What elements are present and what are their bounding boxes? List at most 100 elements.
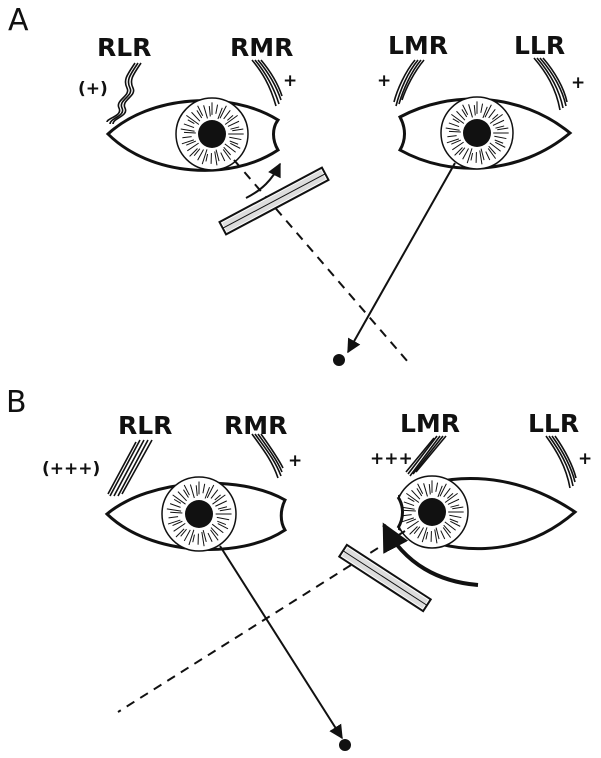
iris-striation bbox=[479, 150, 483, 165]
iris-striation bbox=[216, 516, 230, 521]
iris-striation bbox=[452, 141, 464, 151]
iris-striation bbox=[492, 113, 499, 120]
iris-striation bbox=[466, 148, 473, 164]
iris-striation bbox=[197, 149, 204, 161]
iris-striation bbox=[447, 492, 454, 499]
muscle-fibers-rlr-b bbox=[107, 439, 153, 497]
iris-striation bbox=[186, 114, 200, 125]
iris-striation bbox=[435, 482, 439, 492]
iris-striation bbox=[468, 104, 473, 118]
iris-striation bbox=[204, 486, 211, 499]
iris-striation bbox=[448, 122, 460, 128]
iris-striation bbox=[452, 506, 464, 510]
iris-striation bbox=[191, 111, 201, 122]
iris-striation bbox=[186, 140, 197, 146]
pupil bbox=[418, 498, 446, 526]
visual-axis-right-b bbox=[219, 545, 343, 740]
iris-striation bbox=[480, 103, 484, 113]
muscle-label-rlr-b: RLR bbox=[118, 411, 172, 440]
iris-striation bbox=[195, 485, 198, 497]
iris-striation bbox=[497, 127, 509, 131]
iris-striation bbox=[222, 149, 232, 160]
iris-striation bbox=[407, 520, 419, 530]
iris-striation bbox=[437, 485, 443, 498]
iris-striation bbox=[206, 484, 215, 499]
iris-striation bbox=[447, 498, 460, 505]
iris-striation bbox=[208, 106, 211, 117]
iris-striation bbox=[454, 147, 463, 156]
iris-striation bbox=[444, 521, 456, 531]
iris-striation bbox=[456, 110, 466, 121]
iris-striation bbox=[452, 118, 460, 124]
iris-striation bbox=[166, 508, 182, 512]
iris-striation bbox=[488, 145, 497, 155]
muscle-fibers-rmr-b bbox=[251, 433, 284, 479]
iris-striation bbox=[473, 105, 476, 116]
iris-striation bbox=[402, 514, 412, 517]
rotation-arrow-b bbox=[382, 522, 479, 587]
iris-striation bbox=[495, 141, 506, 148]
iris-striations bbox=[445, 101, 509, 165]
iris-striation bbox=[439, 483, 447, 497]
iris-striation bbox=[192, 534, 195, 543]
iris-striation bbox=[183, 131, 196, 134]
iris-striation bbox=[217, 523, 229, 530]
fixation-target-a bbox=[333, 354, 345, 366]
pupil bbox=[463, 119, 491, 147]
iris-striation bbox=[403, 501, 415, 507]
iris-striation bbox=[172, 520, 183, 526]
iris-striation bbox=[443, 488, 451, 498]
iris-striation bbox=[230, 126, 240, 130]
iris-striation bbox=[215, 104, 219, 114]
iris-striation bbox=[173, 522, 186, 532]
iris-striation bbox=[223, 146, 232, 156]
iris-striation bbox=[451, 139, 462, 145]
iris-striation bbox=[445, 127, 460, 131]
iris-striation bbox=[183, 123, 195, 129]
iris-striation bbox=[229, 136, 242, 141]
iris-striation bbox=[484, 104, 492, 118]
iris-striation bbox=[217, 506, 228, 510]
iris-striation bbox=[406, 492, 420, 503]
iris-striation bbox=[169, 503, 181, 508]
iris-striation bbox=[188, 529, 195, 546]
iris-striation bbox=[187, 142, 199, 152]
iris-striation bbox=[227, 120, 240, 127]
muscle-label-rmr-a: RMR bbox=[230, 33, 293, 62]
iris-striation bbox=[485, 151, 491, 161]
muscle-label-lmr-b: LMR bbox=[400, 409, 460, 438]
iris-striation bbox=[183, 489, 189, 498]
iris-striation bbox=[219, 105, 227, 119]
iris-striation bbox=[450, 504, 460, 508]
iris-striation bbox=[462, 148, 469, 160]
iris-striation bbox=[215, 500, 227, 507]
iris-striation bbox=[223, 110, 231, 120]
iris-striation bbox=[447, 135, 457, 138]
panel-label-b: B bbox=[6, 385, 27, 420]
right-eye-b bbox=[104, 476, 288, 552]
iris-striation bbox=[217, 520, 227, 526]
iris-striation bbox=[487, 148, 497, 159]
rotation-arrow-a bbox=[245, 162, 281, 199]
iris-striation bbox=[182, 136, 192, 139]
iris-striation bbox=[214, 151, 218, 166]
iris-striations bbox=[180, 102, 244, 166]
muscle-fibers-rlr-a bbox=[106, 62, 142, 125]
iris-striation bbox=[167, 519, 181, 525]
innervation-lmr-b: +++ bbox=[370, 449, 413, 469]
iris-striation bbox=[480, 148, 485, 161]
iris-striation bbox=[219, 508, 232, 512]
iris-striation bbox=[227, 114, 234, 121]
iris-striation bbox=[425, 531, 429, 540]
innervation-rlr-a: (+) bbox=[78, 79, 108, 99]
iris-striation bbox=[229, 140, 239, 145]
iris-striations bbox=[166, 481, 232, 547]
muscle-label-rlr-a: RLR bbox=[97, 33, 151, 62]
iris-striation bbox=[403, 509, 416, 512]
iris-striation bbox=[212, 494, 226, 505]
iris-striation bbox=[407, 497, 415, 503]
iris-striation bbox=[451, 113, 465, 124]
iris-striation bbox=[232, 128, 244, 132]
muscle-fibers-lmr-b bbox=[405, 435, 447, 477]
